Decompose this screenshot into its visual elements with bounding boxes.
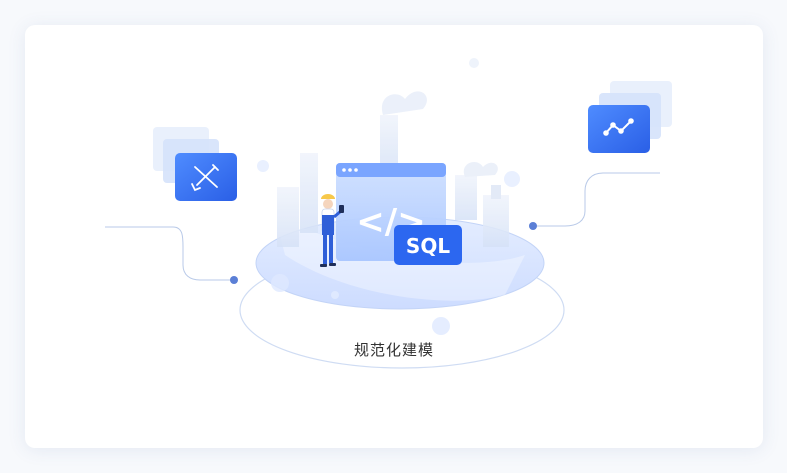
ruler-pencil-icon <box>191 164 219 192</box>
right-card-stack <box>588 81 672 153</box>
left-connector-line <box>105 226 234 281</box>
right-connector-line <box>533 172 660 227</box>
modeling-illustration: </> SQL <box>105 58 672 369</box>
sql-badge: SQL <box>394 225 462 265</box>
left-card-stack <box>153 127 237 201</box>
sql-badge-label: SQL <box>406 234 450 258</box>
trend-line-icon <box>603 118 634 136</box>
factory-buildings <box>277 91 509 247</box>
right-connector-node <box>529 222 537 230</box>
left-connector-node <box>230 276 238 284</box>
illustration-caption: 规范化建模 <box>353 341 434 359</box>
illustration-card: </> SQL <box>25 25 763 448</box>
worker-figure <box>320 194 344 267</box>
